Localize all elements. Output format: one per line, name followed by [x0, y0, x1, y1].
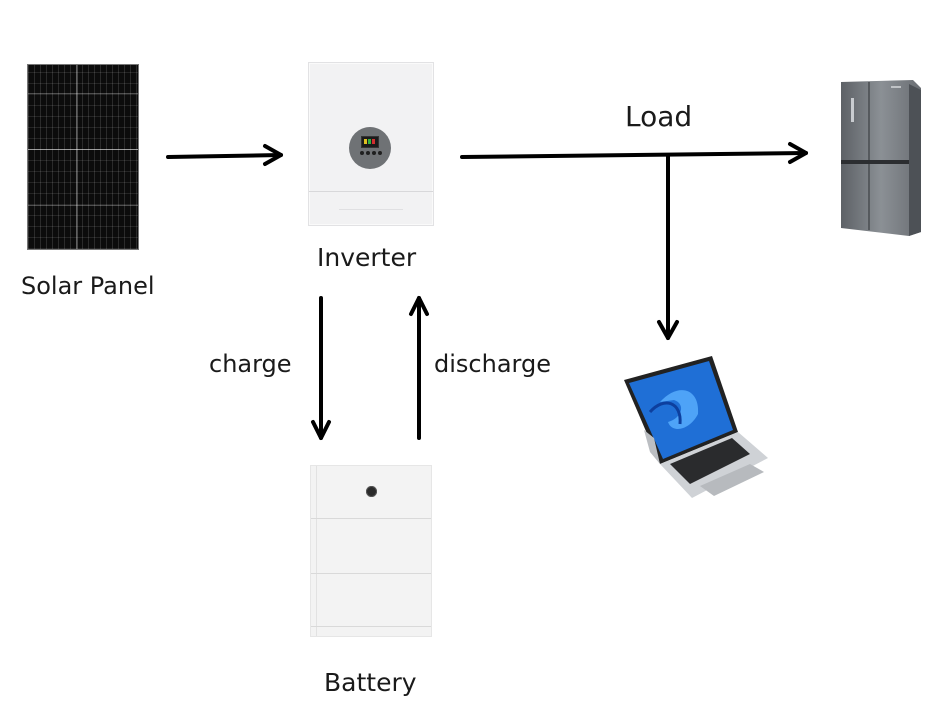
charge-label: charge: [209, 350, 292, 378]
panel-line: [28, 205, 138, 206]
load-label: Load: [625, 100, 693, 133]
inverter-screen: [361, 136, 379, 148]
arrow-discharge-up: [409, 296, 429, 440]
battery-icon: [310, 465, 432, 637]
inverter-vent: [339, 209, 403, 210]
arrow-load-to-laptop: [657, 153, 679, 340]
battery-edge: [316, 466, 317, 636]
battery-module-seam: [311, 626, 431, 627]
arrow-charge-down: [311, 296, 331, 440]
inverter-label: Inverter: [317, 243, 417, 272]
inverter-seam: [309, 191, 433, 192]
battery-power-button: [366, 486, 377, 497]
inverter-display-dial: [349, 127, 391, 169]
battery-module-seam: [311, 518, 431, 519]
arrow-inverter-to-fridge: [460, 142, 808, 164]
battery-label: Battery: [324, 668, 417, 697]
laptop-icon: [624, 356, 768, 498]
discharge-label: discharge: [434, 350, 551, 378]
panel-divider: [28, 149, 138, 150]
solar-panel-icon: [27, 64, 139, 250]
solar-panel-label: Solar Panel: [21, 272, 155, 300]
inverter-buttons: [360, 151, 382, 155]
battery-module-seam: [311, 573, 431, 574]
inverter-icon: [308, 62, 434, 226]
panel-line: [28, 93, 138, 94]
refrigerator-icon: [841, 80, 921, 236]
arrow-solar-to-inverter: [166, 144, 283, 166]
